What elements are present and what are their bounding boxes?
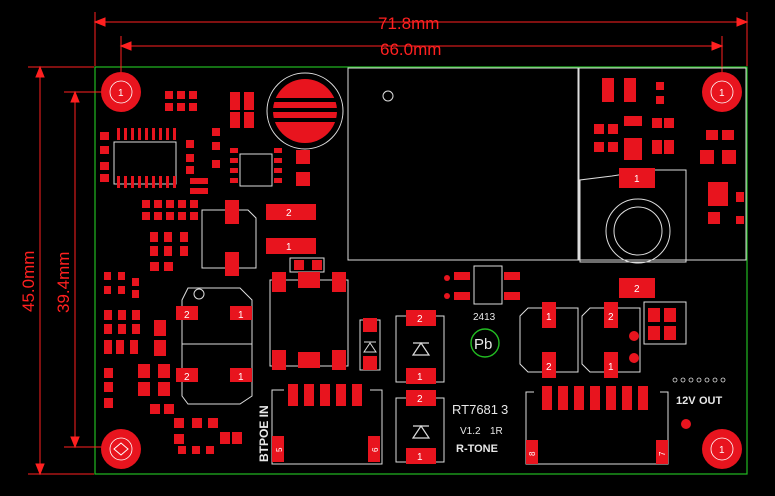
version: V1.2 (460, 426, 481, 437)
inductor-pad-l2: 2 (184, 372, 190, 383)
inductor-pad-r1: 1 (238, 310, 244, 321)
diode-bottom-anode: 2 (417, 394, 423, 405)
inductor-pad-l1: 2 (184, 310, 190, 321)
brand: R-TONE (456, 443, 498, 455)
ecap-left-pad2: 2 (546, 362, 552, 373)
diode-top-cathode: 1 (417, 372, 423, 383)
connector-left (271, 384, 383, 465)
mounting-hole-top-left: 1 (101, 72, 141, 112)
resistor-r1 (266, 204, 316, 220)
resistor-r1-pad: 2 (286, 208, 292, 219)
smd-passives-top-right (594, 78, 744, 224)
power-inductor (269, 272, 349, 370)
smd-passives-mid-left (104, 200, 242, 454)
inductor-pair (176, 287, 253, 405)
height-outer-label: 45.0mm (19, 251, 38, 312)
connector-right (525, 386, 691, 465)
trimpot-pad-1: 1 (634, 174, 640, 185)
bt-label: BT (257, 445, 271, 462)
connector-right-pin8: 8 (528, 451, 537, 456)
board-outline (94, 66, 748, 475)
poe-in-label: POE IN (257, 405, 271, 446)
ecap-right (581, 302, 641, 378)
ic-soic (113, 128, 177, 188)
dimension-height-inner (64, 90, 118, 449)
connector-left-pin6: 6 (371, 447, 380, 452)
date-code: 2413 (473, 312, 496, 323)
dimension-height-outer (28, 65, 94, 476)
connector-right-pin7: 7 (658, 451, 667, 456)
ecap-right-pad2: 1 (608, 362, 614, 373)
width-inner-label: 66.0mm (380, 40, 441, 59)
diode-top (395, 310, 445, 384)
module-outline (347, 67, 579, 261)
output-12v: 12V (676, 395, 696, 407)
smd-passives-right (643, 301, 687, 345)
lead-free-mark: Pb (470, 328, 500, 358)
diode-smd (359, 318, 381, 371)
ic-sot-2413 (444, 265, 520, 305)
part-number: RT7681 (452, 402, 498, 417)
width-outer-label: 71.8mm (378, 14, 439, 33)
trimpot-footprint (578, 67, 747, 298)
ecap-left-pad1: 1 (546, 312, 552, 323)
capacitor-tantalum-left (201, 200, 257, 276)
output-label: OUT (699, 395, 723, 407)
diode-top-anode: 2 (417, 314, 423, 325)
resistor-r2 (266, 238, 316, 254)
inductor-pad-r2: 1 (238, 372, 244, 383)
ic-msop (230, 148, 310, 187)
output-marks (672, 377, 726, 383)
mounting-hole-label: 1 (118, 88, 124, 99)
trimpot-pad-2: 2 (634, 284, 640, 295)
ecap-right-pad1: 2 (608, 312, 614, 323)
mounting-hole-label: 1 (719, 445, 725, 456)
mounting-hole-bottom-right: 1 (702, 429, 742, 469)
small-cap-c1 (289, 257, 325, 273)
ecap-left (519, 302, 579, 378)
height-inner-label: 39.4mm (54, 252, 73, 313)
diode-bottom (395, 390, 445, 464)
diode-bottom-cathode: 1 (417, 452, 423, 463)
dimension-width-inner (119, 36, 724, 72)
buzzer-round-pad (266, 72, 344, 150)
connector-left-pin5: 5 (275, 447, 284, 452)
revision: 1R (490, 426, 503, 437)
mounting-hole-label: 1 (719, 88, 725, 99)
part-number-suffix: 3 (501, 402, 508, 417)
mounting-hole-top-right: 1 (702, 72, 742, 112)
lead-free-text: Pb (474, 336, 492, 353)
resistor-r2-pad: 1 (286, 242, 292, 253)
module-fiducial (382, 90, 394, 102)
mounting-hole-bottom-left (101, 429, 141, 469)
dimension-width-outer (93, 12, 749, 66)
smd-passives-top-left (100, 91, 254, 194)
